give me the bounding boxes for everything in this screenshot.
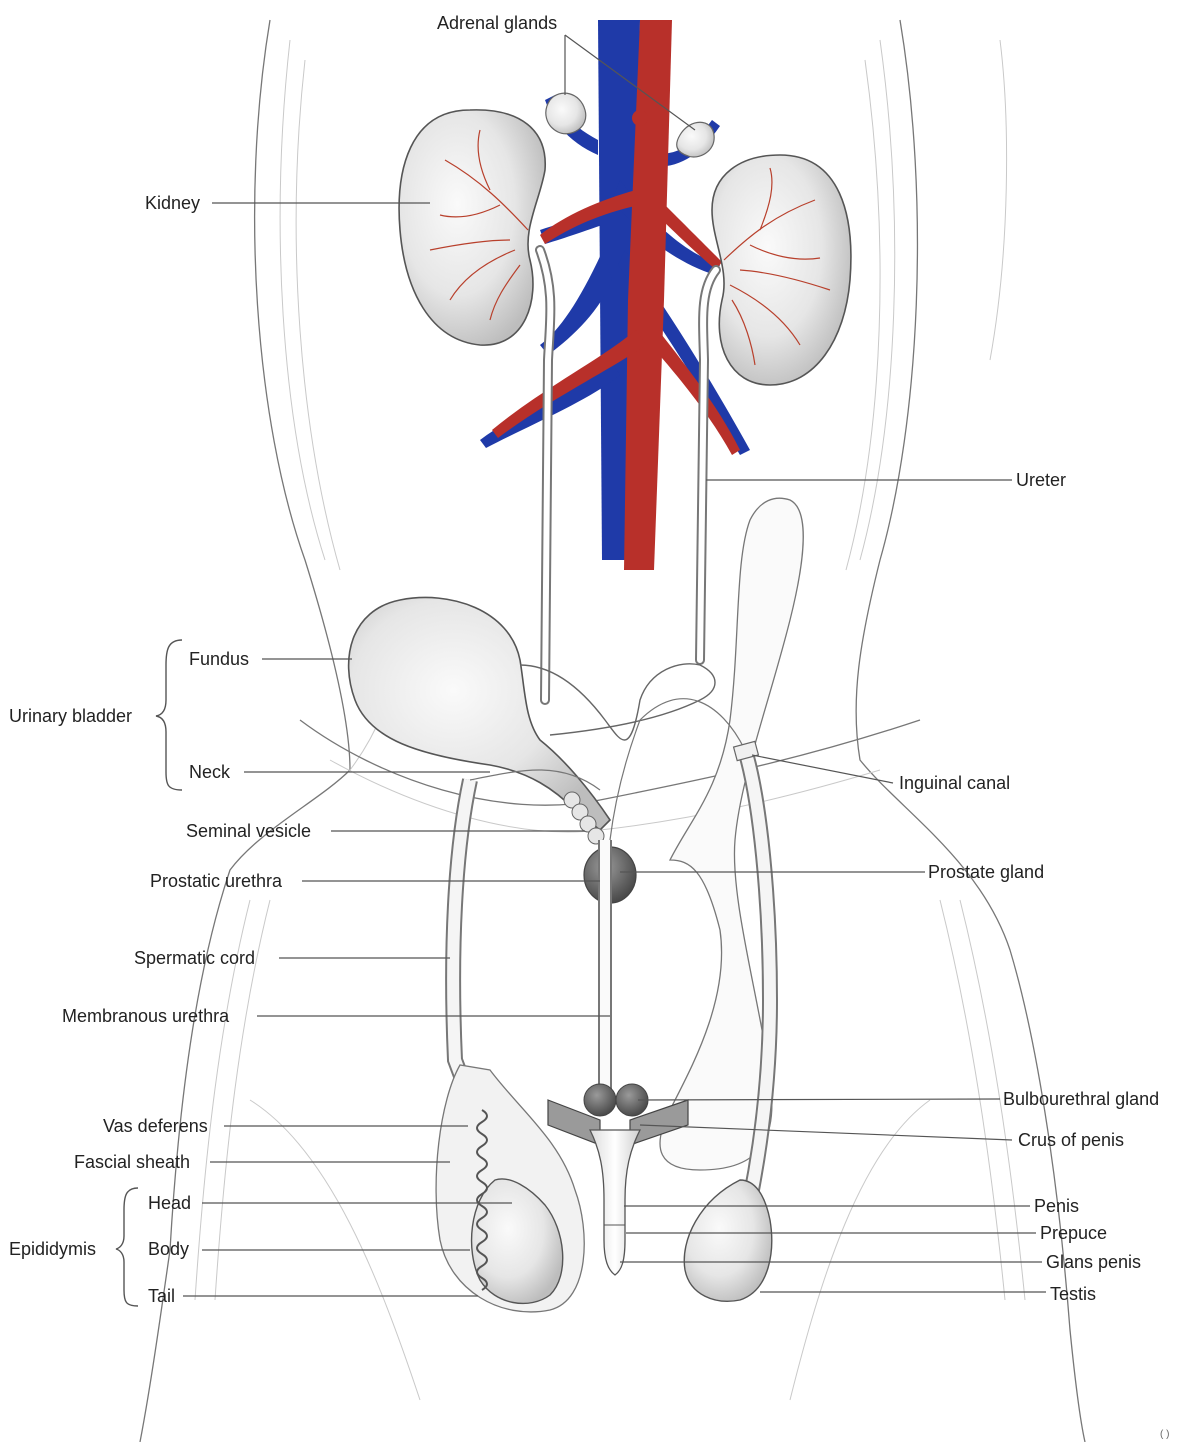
adrenal-gland-left bbox=[546, 93, 586, 134]
label-membranous-urethra: Membranous urethra bbox=[62, 1007, 229, 1025]
penis bbox=[590, 1130, 640, 1275]
epididymis-brace bbox=[116, 1188, 138, 1306]
label-crus-of-penis: Crus of penis bbox=[1018, 1131, 1124, 1149]
label-testis: Testis bbox=[1050, 1285, 1096, 1303]
ureter-right bbox=[700, 270, 716, 660]
label-fundus: Fundus bbox=[189, 650, 249, 668]
label-prostatic-urethra: Prostatic urethra bbox=[150, 872, 282, 890]
label-urinary-bladder: Urinary bladder bbox=[9, 707, 132, 725]
label-prostate-gland: Prostate gland bbox=[928, 863, 1044, 881]
label-neck: Neck bbox=[189, 763, 230, 781]
label-vas-deferens: Vas deferens bbox=[103, 1117, 208, 1135]
label-kidney: Kidney bbox=[145, 194, 200, 212]
label-seminal-vesicle: Seminal vesicle bbox=[186, 822, 311, 840]
ureter-left bbox=[540, 250, 550, 700]
label-epididymis: Epididymis bbox=[9, 1240, 96, 1258]
kidney-left bbox=[399, 110, 545, 345]
label-body: Body bbox=[148, 1240, 189, 1258]
label-adrenal-glands: Adrenal glands bbox=[437, 14, 557, 32]
label-spermatic-cord: Spermatic cord bbox=[134, 949, 255, 967]
label-penis: Penis bbox=[1034, 1197, 1079, 1215]
urinary-bladder-brace bbox=[156, 640, 182, 790]
label-tail: Tail bbox=[148, 1287, 175, 1305]
body-wall-left bbox=[140, 20, 400, 1442]
corner-mark: ( ) bbox=[1160, 1430, 1169, 1440]
label-fascial-sheath: Fascial sheath bbox=[74, 1153, 190, 1171]
label-bulbourethral-gland: Bulbourethral gland bbox=[1003, 1090, 1159, 1108]
tissue-flap bbox=[660, 498, 803, 1170]
label-glans-penis: Glans penis bbox=[1046, 1253, 1141, 1271]
label-inguinal-canal: Inguinal canal bbox=[899, 774, 1010, 792]
kidney-right bbox=[712, 155, 851, 385]
testis-right bbox=[684, 1180, 771, 1301]
adrenal-gland-right bbox=[677, 122, 714, 157]
label-head: Head bbox=[148, 1194, 191, 1212]
label-ureter: Ureter bbox=[1016, 471, 1066, 489]
label-prepuce: Prepuce bbox=[1040, 1224, 1107, 1242]
